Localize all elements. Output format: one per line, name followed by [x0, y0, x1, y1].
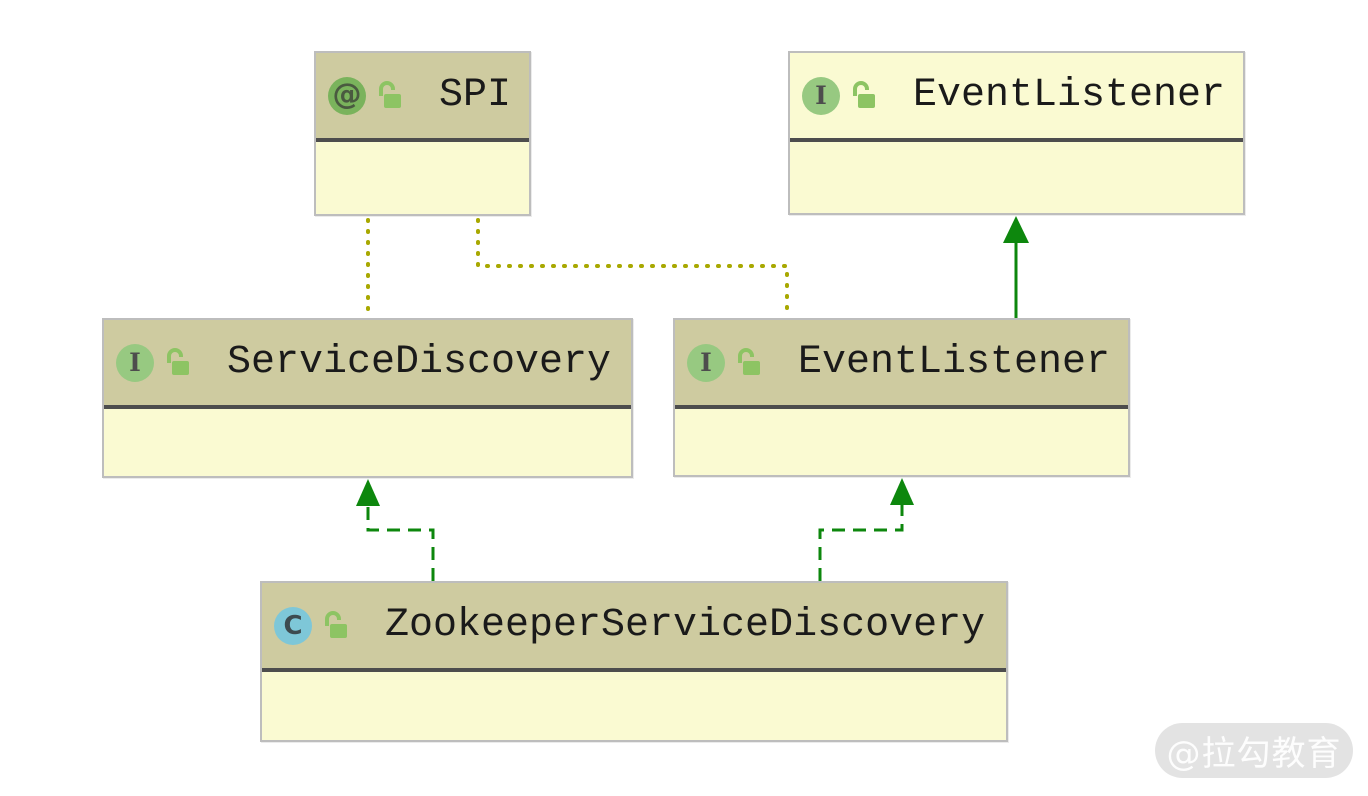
- edge-implements-zookeeper-to-eventlistener[interactable]: [818, 478, 914, 581]
- node-servicediscovery[interactable]: I ServiceDiscovery: [102, 318, 633, 478]
- node-header: I EventListener: [790, 53, 1243, 138]
- node-divider: [104, 405, 631, 409]
- arrowhead-implements-right: [890, 478, 914, 505]
- node-spi[interactable]: @ SPI: [314, 51, 531, 216]
- class-c-icon: C: [274, 606, 312, 645]
- node-header: I ServiceDiscovery: [104, 320, 631, 405]
- node-divider: [262, 668, 1006, 672]
- node-members-section: [104, 409, 631, 476]
- unlocked-padlock-icon: [325, 610, 347, 638]
- watermark-text: @拉勾教育: [1166, 734, 1342, 774]
- node-members-section: [262, 672, 1006, 740]
- unlocked-padlock-icon: [853, 80, 875, 108]
- edge-annotation-spi-to-eventlistener[interactable]: [476, 218, 789, 316]
- node-members-section: [316, 142, 529, 214]
- node-divider: [675, 405, 1128, 409]
- node-title-eventlistener-parent: EventListener: [913, 73, 1226, 118]
- node-title-eventlistener: EventListener: [798, 340, 1111, 385]
- node-title-spi: SPI: [439, 73, 512, 118]
- unlocked-padlock-icon: [379, 80, 401, 108]
- unlocked-padlock-icon: [167, 347, 189, 375]
- watermark-badge: @拉勾教育: [1155, 723, 1353, 778]
- node-header: I EventListener: [675, 320, 1128, 405]
- node-divider: [316, 138, 529, 142]
- node-zookeeperservicediscovery[interactable]: C ZookeeperServiceDiscovery: [260, 581, 1008, 742]
- node-title-servicediscovery: ServiceDiscovery: [227, 340, 612, 385]
- annotation-at-icon: @: [328, 76, 366, 115]
- node-title-zookeeperservicediscovery: ZookeeperServiceDiscovery: [385, 603, 986, 648]
- node-eventlistener[interactable]: I EventListener: [673, 318, 1130, 477]
- arrowhead-extends: [1003, 216, 1029, 243]
- node-members-section: [790, 142, 1243, 213]
- interface-i-icon: I: [802, 76, 840, 115]
- node-header: C ZookeeperServiceDiscovery: [262, 583, 1006, 668]
- node-divider: [790, 138, 1243, 142]
- edge-extends-eventlistener[interactable]: [1003, 216, 1029, 318]
- interface-i-icon: I: [687, 343, 725, 382]
- node-eventlistener-parent[interactable]: I EventListener: [788, 51, 1245, 215]
- arrowhead-implements-left: [356, 479, 380, 506]
- node-header: @ SPI: [316, 53, 529, 138]
- interface-i-icon: I: [116, 343, 154, 382]
- node-members-section: [675, 409, 1128, 475]
- unlocked-padlock-icon: [738, 347, 760, 375]
- edge-implements-zookeeper-to-servicediscovery[interactable]: [356, 479, 435, 581]
